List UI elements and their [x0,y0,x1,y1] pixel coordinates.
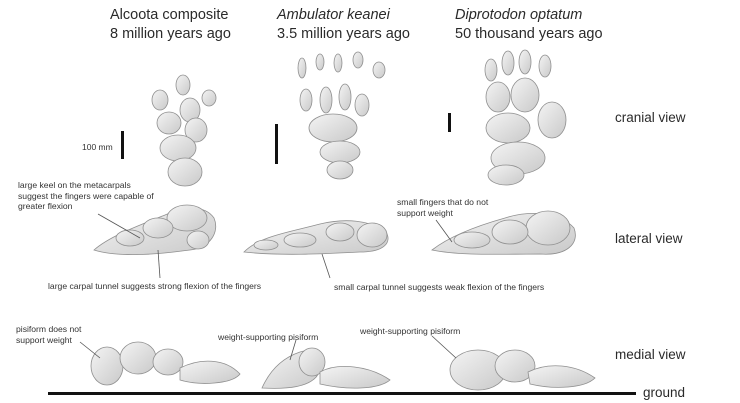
leader-pisiform-yes-1 [289,339,297,361]
annotation-carpal-small: small carpal tunnel suggests weak flexio… [334,282,545,292]
ground-label: ground [643,385,686,400]
ambulator-medial-manus [261,347,391,389]
annotation-pisiform-no: pisiform does not support weight [16,324,82,345]
column-name: Alcoota composite [110,7,229,23]
column-age: 3.5 million years ago [277,26,410,42]
alcoota-lateral-manus [93,204,216,256]
column-title-diprotodon: Diprotodon optatum 50 thousand years ago [455,6,603,44]
leader-pisiform-yes-2 [431,335,457,359]
scale-bar-ambulator [275,124,278,164]
column-age: 8 million years ago [110,26,231,42]
leader-keel [97,213,141,239]
leader-pisiform-no [79,341,101,359]
column-name: Diprotodon optatum [455,7,583,23]
diprotodon-lateral-manus [431,210,576,255]
column-title-ambulator: Ambulator keanei 3.5 million years ago [277,6,410,44]
alcoota-cranial-manus [151,74,217,187]
annotation-carpal-large: large carpal tunnel suggests strong flex… [48,281,262,291]
annotation-pisiform-yes-1: weight-supporting pisiform [218,332,319,342]
diprotodon-cranial-manus [484,49,567,186]
leader-carpal-large [157,249,161,279]
view-label-cranial: cranial view [615,110,686,125]
column-age: 50 thousand years ago [455,26,603,42]
ground-line [48,392,636,395]
leader-small-fingers [435,219,453,243]
view-label-medial: medial view [615,347,686,362]
annotation-keel: large keel on the metacarpals suggest th… [18,180,154,211]
scale-bar-label: 100 mm [82,142,113,152]
column-title-alcoota: Alcoota composite 8 million years ago [110,6,231,44]
alcoota-medial-manus [90,341,241,386]
leader-carpal-small [321,253,331,279]
ambulator-lateral-manus [243,220,389,255]
diprotodon-medial-manus [449,349,596,391]
scale-bar-diprotodon [448,113,451,132]
ambulator-cranial-manus [297,51,386,180]
view-label-lateral: lateral view [615,231,683,246]
column-name: Ambulator keanei [277,7,390,23]
scale-bar-alcoota [121,131,124,159]
annotation-small-fingers: small fingers that do not support weight [397,197,489,218]
annotation-pisiform-yes-2: weight-supporting pisiform [360,326,461,336]
